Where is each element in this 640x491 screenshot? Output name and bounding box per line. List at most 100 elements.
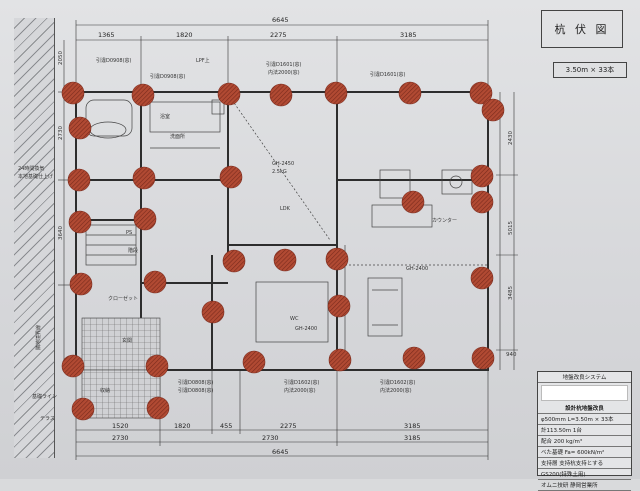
room-ldk: LDK <box>280 206 291 212</box>
dim-bot-3: 455 <box>220 422 232 430</box>
pile-marker <box>61 81 85 105</box>
note-top-6: 引違D1601(窓) <box>370 71 406 78</box>
dim-top-1: 1365 <box>98 31 115 39</box>
room-storage: 収納 <box>100 387 110 394</box>
dim-left-1: 2050 <box>58 51 64 65</box>
pile-marker <box>273 248 297 272</box>
pile-marker <box>131 83 155 107</box>
pile-marker <box>67 168 91 192</box>
legend-subtitle: 設計杭地盤改良 <box>538 403 631 414</box>
pile-markers <box>61 81 505 421</box>
pile-marker <box>71 397 95 421</box>
pile-marker <box>327 294 351 318</box>
legend-row: 計113.50m 1台 <box>538 425 631 436</box>
legend-spec: φ500mm L=3.50m × 33本 <box>538 414 631 425</box>
floor-plan: 6645 1365 1820 2275 3185 1520 1820 455 2… <box>18 16 518 460</box>
pile-marker <box>328 348 352 372</box>
note-bot-2: 引違D0808(窓) <box>178 387 214 394</box>
legend-table: 地盤改良システム 設計杭地盤改良 φ500mm L=3.50m × 33本 計1… <box>537 371 632 491</box>
pile-marker <box>325 247 349 271</box>
legend-row: GS200(特殊土用) <box>538 469 631 480</box>
dim-bot-1: 1520 <box>112 422 129 430</box>
dim-bot-mid-3: 3185 <box>404 434 421 442</box>
note-left-1: 24時間換気 <box>18 165 44 172</box>
note-bot-3: 引違D1602(窓) <box>284 379 320 386</box>
boundary-hatch <box>14 18 55 458</box>
note-top-4: 引違D1601(窓) <box>266 61 302 68</box>
dim-right-3: 3485 <box>508 286 514 300</box>
pile-marker <box>68 116 92 140</box>
pile-marker <box>470 266 494 290</box>
note-left-4: 基礎ライン <box>32 393 57 400</box>
dim-bot-mid-1: 2730 <box>112 434 129 442</box>
room-terrace: テラス <box>40 416 55 422</box>
dim-bot-total: 6645 <box>272 448 289 456</box>
dim-top-3: 2275 <box>270 31 287 39</box>
pile-marker <box>401 190 425 214</box>
legend-row: オムニ技研 静岡営業所 <box>538 480 631 491</box>
dim-bot-4: 2275 <box>280 422 297 430</box>
dim-top-4: 3185 <box>400 31 417 39</box>
pile-marker <box>217 82 241 106</box>
walls <box>75 91 489 371</box>
terrace-tile <box>81 369 161 419</box>
pile-marker <box>201 300 225 324</box>
note-top-5: 内法2000(窓) <box>268 69 300 76</box>
pile-marker <box>481 98 505 122</box>
dim-left-3: 3640 <box>58 226 64 240</box>
pile-marker <box>402 346 426 370</box>
note-mid-4: GH-2400 <box>295 326 317 332</box>
room-bath: 浴室 <box>160 113 170 120</box>
pile-marker <box>61 354 85 378</box>
legend-row: 支持層 支持杭支持とする <box>538 458 631 469</box>
dim-right-4: 940 <box>506 352 517 358</box>
note-top-2: 引違D0908(窓) <box>150 73 186 80</box>
pile-marker <box>143 270 167 294</box>
legend-header: 地盤改良システム <box>538 372 631 383</box>
top-dimensions <box>75 20 489 90</box>
note-bot-4: 内法2000(窓) <box>284 387 316 394</box>
pile-marker <box>398 81 422 105</box>
pile-marker <box>132 166 156 190</box>
note-left-2: 本地基礎仕上げ <box>18 173 53 180</box>
pile-spec: 3.50m × 33本 <box>553 62 627 78</box>
pile-marker <box>219 165 243 189</box>
dim-top-2: 1820 <box>176 31 193 39</box>
room-entrance: 玄関 <box>122 337 132 344</box>
note-mid-2: 2.5kG <box>272 169 287 175</box>
pile-marker <box>470 164 494 188</box>
pile-marker <box>146 396 170 420</box>
redacted-name <box>541 385 628 401</box>
room-sink: 洗面所 <box>170 133 185 140</box>
dim-top-total: 6645 <box>272 16 289 24</box>
pile-marker <box>145 354 169 378</box>
note-left-3: 隣地境界線 <box>35 325 42 350</box>
note-bot-1: 引違D0808(窓) <box>178 379 214 386</box>
pile-marker <box>242 350 266 374</box>
pile-marker <box>469 81 493 105</box>
dim-bot-2: 1820 <box>174 422 191 430</box>
room-kitchen: カウンター <box>432 217 457 224</box>
pile-marker <box>222 249 246 273</box>
dim-bot-mid-2: 2730 <box>262 434 279 442</box>
dim-right-1: 2430 <box>508 131 514 145</box>
dim-bot-5: 3185 <box>404 422 421 430</box>
room-closet: クローゼット <box>108 295 138 302</box>
pile-marker <box>68 210 92 234</box>
pile-marker <box>133 207 157 231</box>
pile-marker <box>69 272 93 296</box>
note-top-1: 引違D0908(窓) <box>96 57 132 64</box>
note-bot-5: 引違D1602(窓) <box>380 379 416 386</box>
note-top-3: LPF上 <box>196 57 210 64</box>
pile-marker <box>471 346 495 370</box>
drawing-title: 杭 伏 図 <box>541 10 623 48</box>
room-stair: 階段 <box>128 247 138 254</box>
room-ps: PS <box>126 230 132 236</box>
note-mid-3: GH-2400 <box>406 266 428 272</box>
pile-marker <box>269 83 293 107</box>
legend-row: 配合 200 kg/m³ <box>538 436 631 447</box>
legend-row: ベた基礎 Fa= 600kN/m² <box>538 447 631 458</box>
dim-left-2: 2730 <box>58 126 64 140</box>
note-mid-1: GH-2450 <box>272 161 294 167</box>
